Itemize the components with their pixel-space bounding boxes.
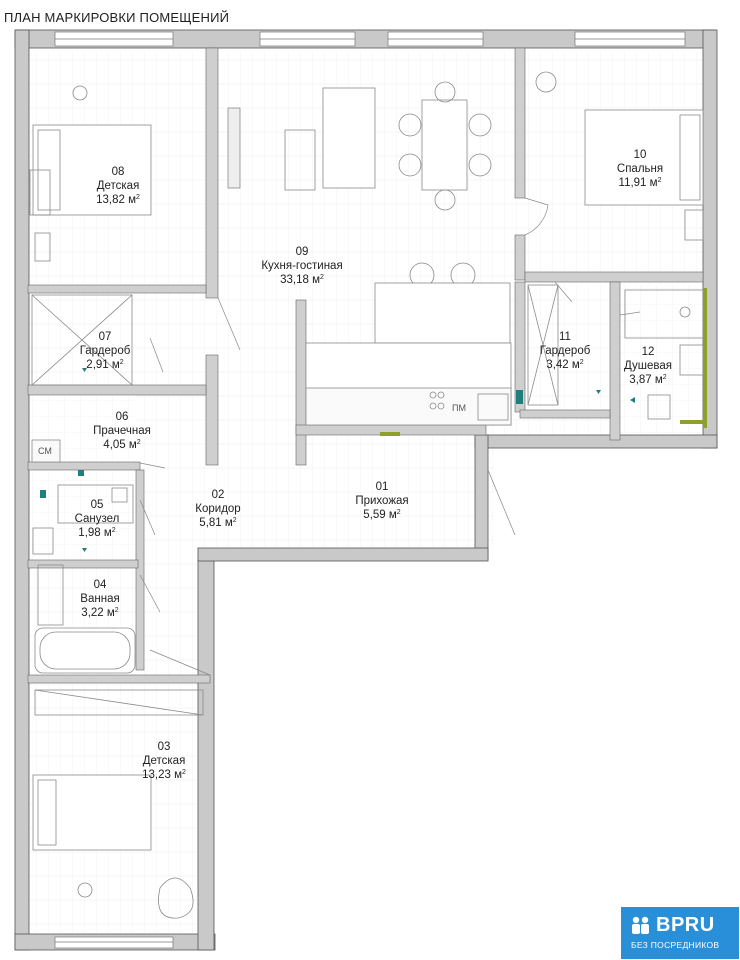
room-name: Прачечная [93, 425, 151, 437]
room-area: 3,42 м2 [546, 359, 584, 371]
room-name: Детская [142, 755, 186, 767]
accent-markers [40, 288, 707, 552]
interior-walls [27, 47, 704, 684]
room-number: 12 [641, 346, 655, 358]
room-number: 06 [115, 411, 129, 423]
room-number: 02 [211, 489, 225, 501]
room-name: Коридор [195, 503, 241, 515]
doors [139, 197, 641, 676]
room-name: Гардероб [79, 345, 131, 357]
room-area: 3,22 м2 [81, 607, 119, 619]
room-area: 5,81 м2 [199, 517, 237, 529]
people-icon [632, 916, 649, 934]
room-name: Детская [96, 180, 140, 192]
room-area: 13,23 м2 [142, 769, 186, 781]
plan-title: ПЛАН МАРКИРОВКИ ПОМЕЩЕНИЙ [4, 10, 230, 25]
room-number: 10 [633, 149, 647, 161]
brand-tagline: БЕЗ ПОСРЕДНИКОВ [631, 940, 720, 950]
room-number: 08 [111, 166, 125, 178]
room-area: 13,82 м2 [96, 194, 140, 206]
washer-label: СМ [38, 446, 52, 456]
room-number: 04 [93, 579, 107, 591]
room-area: 3,87 м2 [629, 374, 667, 386]
room-number: 09 [295, 246, 309, 258]
room-number: 07 [98, 331, 112, 343]
room-area: 4,05 м2 [103, 439, 141, 451]
room-area: 33,18 м2 [280, 274, 324, 286]
room-name: Ванная [80, 593, 120, 605]
room-name: Гардероб [539, 345, 591, 357]
furniture [29, 71, 704, 919]
room-name: Душевая [623, 360, 673, 372]
room-number: 03 [157, 741, 171, 753]
room-area: 5,59 м2 [363, 509, 401, 521]
windows [54, 31, 686, 949]
room-area: 1,98 м2 [78, 527, 116, 539]
room-name: Прихожая [355, 495, 409, 507]
room-name: Кухня-гостиная [261, 260, 343, 272]
brand-logo[interactable]: BPRU БЕЗ ПОСРЕДНИКОВ [621, 907, 739, 959]
brand-name: BPRU [656, 914, 715, 936]
room-area: 2,91 м2 [86, 359, 124, 371]
room-number: 01 [375, 481, 389, 493]
room-number: 11 [559, 331, 571, 343]
room-name: Санузел [74, 513, 120, 525]
dishwasher-label: ПМ [452, 403, 466, 413]
room-name: Спальня [616, 163, 664, 175]
room-number: 05 [90, 499, 104, 511]
room-area: 11,91 м2 [618, 177, 662, 189]
